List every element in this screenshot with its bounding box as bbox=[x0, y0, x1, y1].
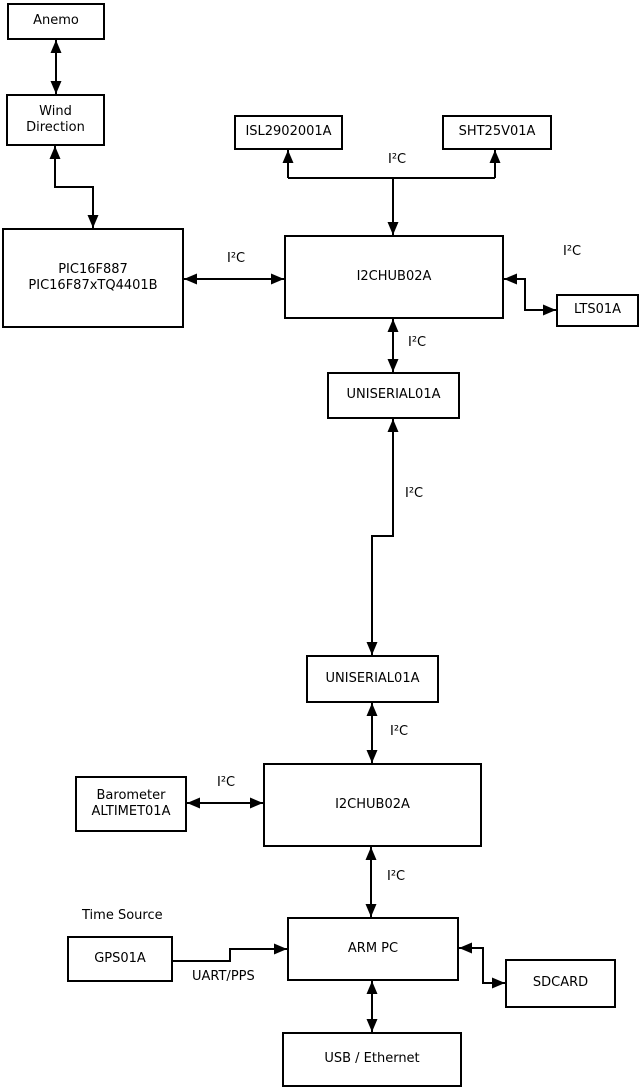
edge-label-i2c-uni1-uni2: I²C bbox=[405, 486, 424, 501]
node-uni2: UNISERIAL01A bbox=[306, 655, 439, 703]
edge-label-i2c-uni2-hub2: I²C bbox=[390, 724, 409, 739]
node-uni1: UNISERIAL01A bbox=[327, 372, 460, 419]
edge-label-i2c-hub2-arm: I²C bbox=[387, 869, 406, 884]
edge-label-i2c-baro-hub2: I²C bbox=[217, 775, 236, 790]
node-usb: USB / Ethernet bbox=[282, 1032, 462, 1087]
edge-hub1-lts bbox=[504, 273, 556, 316]
node-sht: SHT25V01A bbox=[442, 115, 552, 150]
edge-uni1-uni2 bbox=[366, 419, 399, 655]
edge-gps-arm bbox=[173, 943, 287, 962]
edge-label-i2c-pic-hub1: I²C bbox=[227, 251, 246, 266]
edge-arm-sdcard bbox=[459, 942, 505, 989]
node-anemo: Anemo bbox=[7, 3, 105, 40]
edge-label-i2c-hub1-uni1: I²C bbox=[408, 335, 427, 350]
edge-label-uart-pps: UART/PPS bbox=[192, 969, 255, 984]
node-gps: GPS01A bbox=[67, 936, 173, 982]
node-isl: ISL2902001A bbox=[234, 115, 343, 150]
node-baro: Barometer ALTIMET01A bbox=[75, 776, 187, 832]
edge-label-i2c-hub1-right: I²C bbox=[563, 244, 582, 259]
node-arm: ARM PC bbox=[287, 917, 459, 981]
node-hub1: I2CHUB02A bbox=[284, 235, 504, 319]
node-pic: PIC16F887 PIC16F87xTQ4401B bbox=[2, 228, 184, 328]
edge-label-time-source: Time Source bbox=[82, 908, 163, 923]
node-hub2: I2CHUB02A bbox=[263, 763, 482, 847]
node-lts: LTS01A bbox=[556, 294, 639, 327]
node-sdcard: SDCARD bbox=[505, 959, 616, 1008]
edge-label-i2c-top: I²C bbox=[388, 152, 407, 167]
edge-wind-pic bbox=[49, 146, 99, 228]
node-wind: Wind Direction bbox=[6, 94, 105, 146]
